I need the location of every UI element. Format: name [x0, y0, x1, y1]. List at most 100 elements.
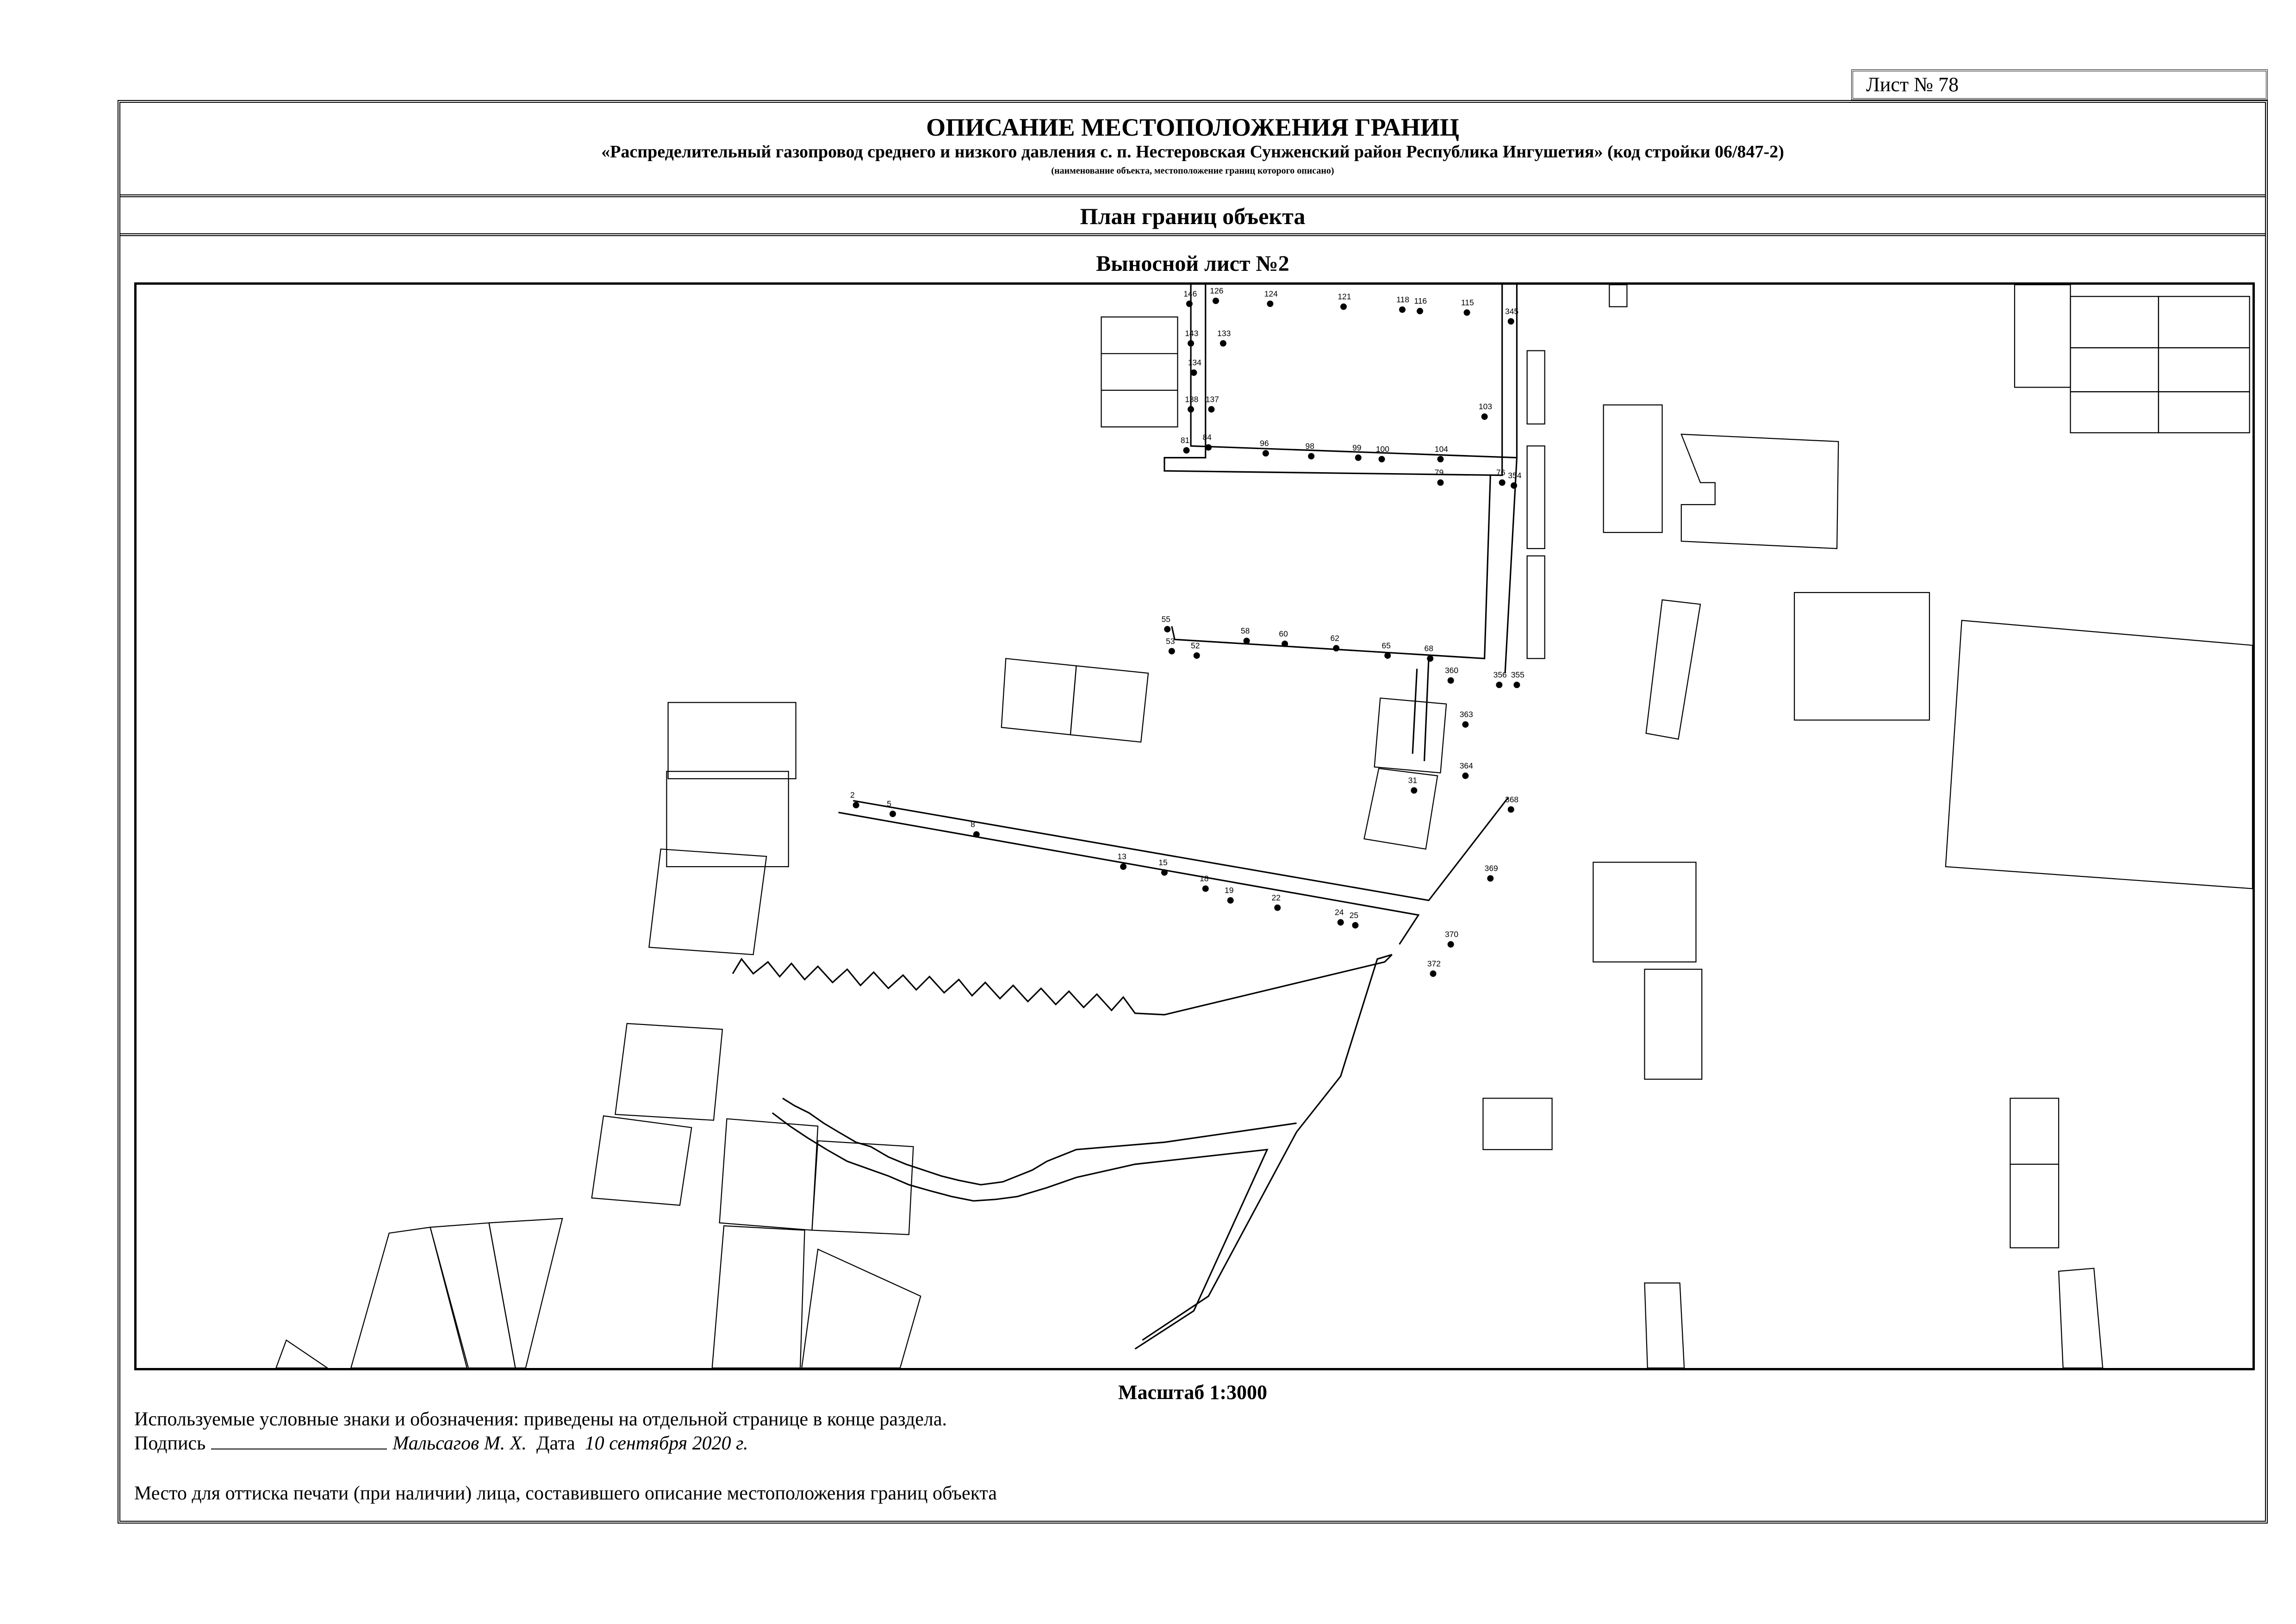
- boundary-point-marker: [1437, 479, 1444, 486]
- boundary-point-label: 133: [1217, 329, 1231, 338]
- boundary-point-marker: [1513, 681, 1520, 688]
- boundary-point-marker: [1164, 626, 1171, 633]
- boundary-point-label: 369: [1485, 864, 1498, 873]
- boundary-point-marker: [1499, 479, 1506, 486]
- boundary-point-marker: [1487, 875, 1494, 882]
- boundary-point-marker: [1437, 456, 1444, 462]
- boundary-point-label: 115: [1461, 298, 1474, 307]
- boundary-point-marker: [1384, 652, 1391, 659]
- parcels: [275, 285, 2252, 1368]
- signer-name: Мальсагов М. Х.: [392, 1433, 527, 1454]
- boundary-point-label: 5: [887, 799, 891, 808]
- boundary-point-label: 360: [1445, 666, 1458, 675]
- boundary-point-marker: [1186, 300, 1193, 307]
- boundary-point-label: 137: [1206, 394, 1219, 404]
- plan-title: План границ объекта: [1080, 203, 1306, 229]
- boundary-point-marker: [1447, 941, 1454, 948]
- boundary-point-label: 121: [1338, 292, 1351, 301]
- boundary-point-marker: [1496, 681, 1503, 688]
- boundary-point-label: 31: [1408, 776, 1417, 785]
- boundary-point-marker: [1481, 413, 1488, 420]
- boundary-point-marker: [1213, 297, 1219, 304]
- main-section: Выносной лист №2: [120, 237, 2265, 1521]
- boundary-point-label: 18: [1200, 874, 1208, 883]
- boundary-point-label: 13: [1117, 852, 1126, 861]
- boundary-point-marker: [1447, 677, 1454, 684]
- map-scale: Масштаб 1:3000: [1118, 1381, 1267, 1404]
- boundary-point-marker: [1188, 340, 1195, 347]
- boundary-point-label: 81: [1181, 436, 1189, 445]
- boundary-point-marker: [1462, 721, 1469, 728]
- boundary-point-marker: [1333, 645, 1340, 652]
- boundary-point-label: 143: [1185, 329, 1198, 338]
- boundary-point-marker: [1120, 863, 1127, 870]
- boundary-point-marker: [1352, 922, 1359, 929]
- boundary-point-marker: [1378, 456, 1385, 462]
- boundary-point-label: 22: [1272, 893, 1281, 902]
- header-section: ОПИСАНИЕ МЕСТОПОЛОЖЕНИЯ ГРАНИЦ «Распреде…: [120, 103, 2265, 197]
- boundary-point-label: 354: [1508, 471, 1521, 480]
- boundary-point-label: 68: [1425, 644, 1433, 653]
- boundary-point-label: 60: [1279, 629, 1288, 638]
- boundary-point-marker: [1411, 787, 1418, 794]
- boundary-point-label: 99: [1352, 443, 1361, 452]
- boundary-point-marker: [1188, 406, 1195, 413]
- boundary-point-marker: [1161, 869, 1168, 876]
- boundary-point-marker: [1274, 904, 1281, 911]
- boundary-point-label: 52: [1191, 641, 1200, 650]
- boundary-point-label: 134: [1188, 358, 1201, 367]
- boundary-point-marker: [1243, 637, 1250, 644]
- boundary-point-label: 53: [1166, 637, 1175, 646]
- boundary-point-label: 103: [1479, 402, 1492, 411]
- boundary-point-label: 126: [1210, 286, 1223, 295]
- boundary-point-label: 146: [1183, 289, 1197, 298]
- boundary-point-marker: [1430, 970, 1437, 977]
- boundary-point-marker: [1183, 447, 1190, 454]
- boundary-point-marker: [1507, 318, 1514, 325]
- boundary-point-label: 370: [1445, 930, 1458, 939]
- boundary-point-marker: [1190, 369, 1197, 376]
- boundary-point-label: 2: [850, 790, 855, 800]
- boundary-point-label: 65: [1382, 641, 1391, 650]
- boundary-point-marker: [1462, 772, 1469, 779]
- boundary-point-label: 368: [1505, 795, 1518, 804]
- boundary-point-label: 8: [971, 820, 975, 829]
- boundary-point-label: 25: [1350, 911, 1358, 920]
- pipeline-corridor: [732, 285, 1518, 1350]
- boundary-point-label: 15: [1158, 858, 1167, 867]
- document-frame: ОПИСАНИЕ МЕСТОПОЛОЖЕНИЯ ГРАНИЦ «Распреде…: [118, 100, 2268, 1524]
- boundary-point-label: 24: [1335, 908, 1344, 917]
- boundary-point-label: 84: [1202, 433, 1212, 442]
- boundary-point-marker: [1267, 300, 1274, 307]
- boundary-point-marker: [1282, 640, 1288, 647]
- boundary-point-marker: [1220, 340, 1226, 347]
- boundary-point-label: 363: [1460, 710, 1473, 719]
- boundary-point-label: 345: [1505, 306, 1518, 316]
- boundary-point-marker: [1208, 406, 1215, 413]
- boundary-point-label: 364: [1460, 761, 1473, 770]
- object-name-note: (наименование объекта, местоположение гр…: [1051, 166, 1334, 176]
- boundary-point-marker: [1168, 648, 1175, 655]
- boundary-point-label: 62: [1330, 633, 1339, 643]
- signature-line: Подпись Мальсагов М. Х. Дата 10 сентября …: [134, 1432, 748, 1455]
- date-label: Дата: [536, 1433, 575, 1454]
- legend-note: Используемые условные знаки и обозначени…: [134, 1409, 947, 1430]
- boundary-point-marker: [1205, 444, 1212, 451]
- boundary-point-marker: [1507, 806, 1514, 813]
- boundary-point-marker: [1262, 450, 1269, 457]
- boundary-point-label: 58: [1241, 626, 1250, 636]
- signature-label: Подпись: [134, 1433, 206, 1454]
- sheet-number: Лист № 78: [1851, 69, 2268, 100]
- boundary-point-label: 79: [1435, 468, 1444, 477]
- signature-blank: [211, 1433, 387, 1449]
- boundary-point-marker: [1417, 308, 1424, 314]
- boundary-point-label: 138: [1185, 394, 1198, 404]
- boundary-point-marker: [1193, 652, 1200, 659]
- boundary-point-marker: [1463, 309, 1470, 316]
- boundary-point-marker: [1337, 919, 1344, 926]
- signature-date: 10 сентября 2020 г.: [585, 1433, 748, 1454]
- boundary-point-marker: [1511, 482, 1518, 489]
